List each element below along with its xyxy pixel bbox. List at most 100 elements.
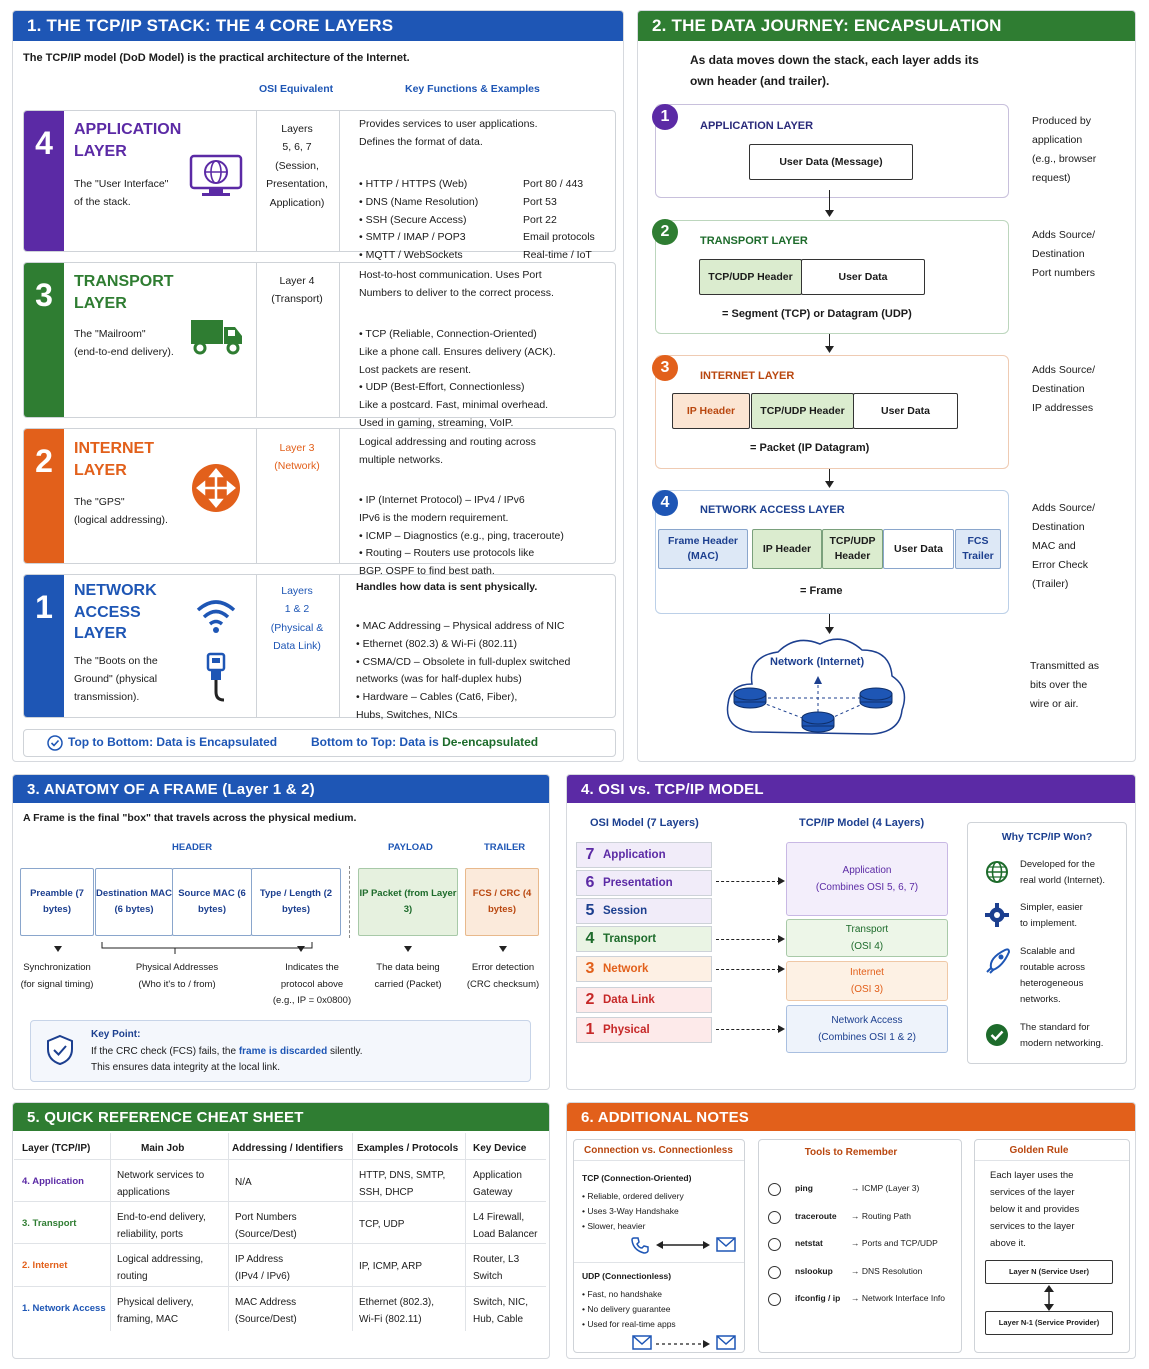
layer-items: • TCP (Reliable, Connection-Oriented) Li…	[359, 327, 556, 430]
table-cell: IP, ICMP, ARP	[359, 1261, 422, 1272]
step-side-note: Adds Source/ Destination Port numbers	[1032, 229, 1096, 279]
note-connection	[573, 1139, 745, 1353]
table-cell: MAC Address (Source/Dest)	[235, 1297, 297, 1325]
table-col-divider	[228, 1133, 229, 1331]
monitor-globe-icon	[189, 154, 243, 196]
map-line	[716, 969, 780, 970]
table-row-divider	[14, 1201, 546, 1202]
note-golden-rule	[974, 1139, 1130, 1353]
down-arrow	[829, 334, 830, 350]
golden-title: Golden Rule	[1009, 1145, 1069, 1156]
panel-encapsulation: 2. THE DATA JOURNEY: ENCAPSULATION	[637, 10, 1136, 762]
panel2-title: 2. THE DATA JOURNEY: ENCAPSULATION	[638, 11, 1135, 41]
table-row-divider	[14, 1159, 546, 1160]
tool-icon	[768, 1293, 781, 1306]
frame-segment: TCP/UDP Header	[699, 259, 802, 295]
table-col-divider	[352, 1133, 353, 1331]
layer-number: 1	[24, 575, 64, 717]
caption-preamble: Synchronization (for signal timing)	[20, 962, 94, 990]
p2-intro: As data moves down the stack, each layer…	[690, 53, 979, 88]
th: Key Device	[473, 1143, 527, 1154]
frame-field-preamble: Preamble (7 bytes)	[20, 868, 94, 936]
frame-segment: User Data	[883, 529, 954, 569]
table-row-layer: 1. Network Access	[22, 1303, 106, 1314]
layer-title: NETWORK ACCESS LAYER	[74, 582, 157, 643]
frame-field-dest-mac: Destination MAC (6 bytes)	[95, 868, 173, 936]
encap-step-internet	[655, 355, 1009, 469]
down-arrow	[829, 469, 830, 485]
tool-icon	[768, 1210, 781, 1224]
udp-note-items: • Fast, no handshake • No delivery guara…	[582, 1289, 676, 1329]
check-circle-icon	[47, 735, 63, 751]
layer-items: • IP (Internet Protocol) – IPv4 / IPv6 I…	[359, 493, 564, 578]
step-badge: 1	[652, 104, 678, 130]
map-arrowheads	[778, 877, 785, 1033]
udp-note-title: UDP (Connectionless)	[582, 1271, 672, 1281]
layer-title: INTERNET LAYER	[74, 440, 154, 479]
map-line	[716, 939, 780, 940]
encapsulation-footer	[23, 729, 616, 757]
table-cell: Ethernet (802.3), Wi-Fi (802.11)	[359, 1297, 435, 1325]
layer-title: TRANSPORT LAYER	[74, 273, 174, 313]
gear-icon	[985, 903, 1009, 927]
caption-mac: Physical Addresses (Who it's to / from)	[135, 962, 219, 990]
tcp-box-network-access: Network Access (Combines OSI 1 & 2)	[786, 1005, 948, 1053]
panel1-title: 1. THE TCP/IP STACK: THE 4 CORE LAYERS	[13, 11, 623, 41]
frame-segment: User Data (Message)	[749, 144, 913, 180]
key-point-box	[30, 1020, 531, 1082]
panel3-title: 3. ANATOMY OF A FRAME (Layer 1 & 2)	[13, 775, 549, 803]
layer-osi: Layers 5, 6, 7 (Session, Presentation, A…	[266, 123, 328, 209]
ethernet-cable-icon	[206, 652, 226, 702]
frame-segment: IP Header	[672, 393, 750, 429]
table-cell: HTTP, DNS, SMTP, SSH, DHCP	[359, 1170, 446, 1198]
layer-title: APPLICATION LAYER	[74, 121, 182, 160]
table-cell: IP Address (IPv4 / IPv6)	[235, 1254, 291, 1282]
frame-field-fcs: FCS / CRC (4 bytes)	[465, 868, 539, 936]
table-row-layer: 3. Transport	[22, 1218, 77, 1229]
tool-name: traceroute	[795, 1210, 837, 1221]
frame-field-type: Type / Length (2 bytes)	[251, 868, 341, 936]
frame-segment: User Data	[853, 393, 958, 429]
table-cell: N/A	[235, 1177, 252, 1188]
step-badge: 4	[652, 490, 678, 516]
step-badge: 2	[652, 219, 678, 245]
truck-icon	[191, 320, 242, 355]
frame-pointers	[54, 942, 507, 954]
frame-segment: Frame Header (MAC)	[658, 529, 748, 569]
key-point-title: Key Point:	[91, 1029, 141, 1040]
table-cell: Logical addressing, routing	[117, 1254, 204, 1282]
tcp-box-transport: Transport (OSI 4)	[786, 919, 948, 957]
wifi-icon	[196, 600, 236, 633]
step-side-note: Adds Source/ Destination IP addresses	[1032, 364, 1096, 414]
table-row-layer: 4. Application	[22, 1176, 84, 1187]
phone-icon	[631, 1237, 649, 1254]
layer-desc: The "User Interface" of the stack.	[74, 178, 169, 208]
conn-title: Connection vs. Connectionless	[584, 1145, 733, 1156]
why-item: The standard for modern networking.	[1020, 1022, 1104, 1050]
tcp-box-application: Application (Combines OSI 5, 6, 7)	[786, 842, 948, 916]
why-item: Scalable and routable across heterogeneo…	[1020, 946, 1085, 1006]
caption-type: Indicates the protocol above (e.g., IP =…	[272, 962, 352, 1007]
step-result: = Segment (TCP) or Datagram (UDP)	[722, 308, 912, 320]
tool-icon	[768, 1238, 781, 1251]
mail-icon	[632, 1335, 652, 1350]
arrowhead-icon	[825, 481, 834, 488]
tool-purpose: → Routing Path	[851, 1210, 912, 1221]
shield-check-icon	[47, 1034, 73, 1066]
layer-function: Handles how data is sent physically.	[356, 581, 538, 593]
tool-purpose: → Network Interface Info	[851, 1293, 946, 1303]
table-row-layer: 2. Internet	[22, 1260, 68, 1271]
th: Examples / Protocols	[357, 1143, 459, 1154]
tool-purpose: → DNS Resolution	[851, 1265, 923, 1276]
table-cell: Network services to applications	[117, 1170, 205, 1198]
tcp-note-items: • Reliable, ordered delivery • Uses 3-Wa…	[582, 1191, 684, 1231]
osi-heading: OSI Model (7 Layers)	[590, 817, 699, 829]
map-line	[716, 1029, 780, 1030]
layer-items: • HTTP / HTTPS (Web)• DNS (Name Resoluti…	[359, 177, 479, 262]
layer-osi: Layers 1 & 2 (Physical & Data Link)	[270, 585, 324, 653]
tool-name: ifconfig / ip	[795, 1293, 841, 1303]
